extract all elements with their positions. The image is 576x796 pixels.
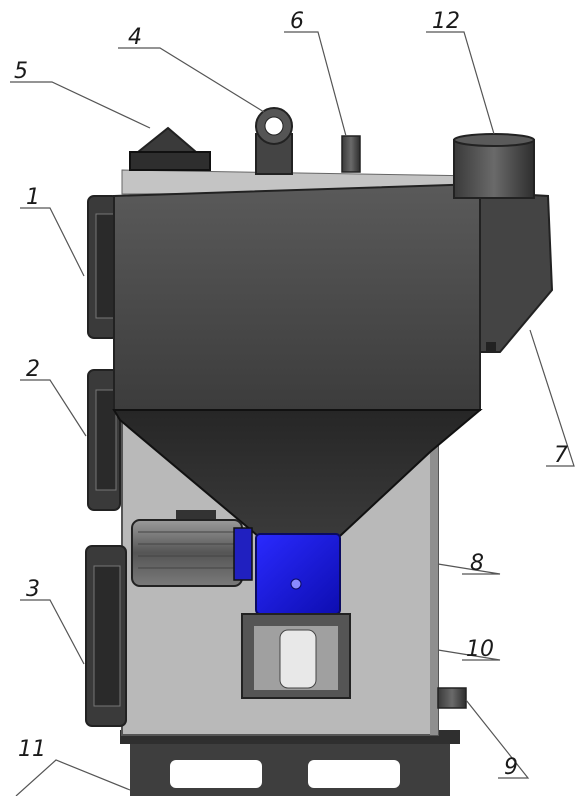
flue-box	[479, 190, 554, 353]
leader-9	[465, 699, 530, 779]
leader-10	[437, 649, 501, 661]
leader-5	[10, 81, 151, 129]
leader-1	[20, 207, 85, 277]
pipe-9	[437, 687, 467, 709]
label-12: 12	[432, 9, 460, 34]
label-6: 6	[290, 9, 304, 34]
flue-outlet-pipe	[453, 133, 535, 199]
label-1: 1	[26, 185, 40, 210]
leader-12	[426, 31, 495, 135]
leader-lines	[10, 31, 575, 796]
leader-4	[118, 47, 265, 113]
fuel-bunker	[113, 182, 481, 411]
label-2: 2	[26, 357, 40, 382]
door-2	[87, 369, 121, 511]
part-labels: 1 2 3 4 5 6 7 8 9 10 11 12	[14, 9, 568, 780]
label-9: 9	[504, 755, 518, 780]
label-4: 4	[128, 25, 142, 50]
leader-8	[437, 563, 501, 575]
base-frame	[120, 730, 460, 796]
label-3: 3	[26, 577, 40, 602]
label-10: 10	[466, 637, 494, 662]
pipe-6	[341, 135, 361, 173]
leader-6	[284, 31, 347, 137]
leader-11	[15, 759, 131, 796]
cover-5	[129, 126, 211, 171]
leader-2	[20, 379, 87, 437]
label-11: 11	[18, 737, 46, 762]
gear-reducer	[255, 533, 341, 615]
door-3	[85, 545, 127, 727]
label-5: 5	[14, 59, 28, 84]
lifting-eye-4	[255, 107, 293, 175]
auger-housing	[241, 613, 351, 699]
label-7: 7	[554, 443, 568, 468]
door-1	[87, 195, 119, 339]
label-8: 8	[470, 551, 484, 576]
electric-motor	[131, 510, 253, 587]
leader-3	[20, 599, 85, 665]
leader-7	[529, 329, 575, 467]
